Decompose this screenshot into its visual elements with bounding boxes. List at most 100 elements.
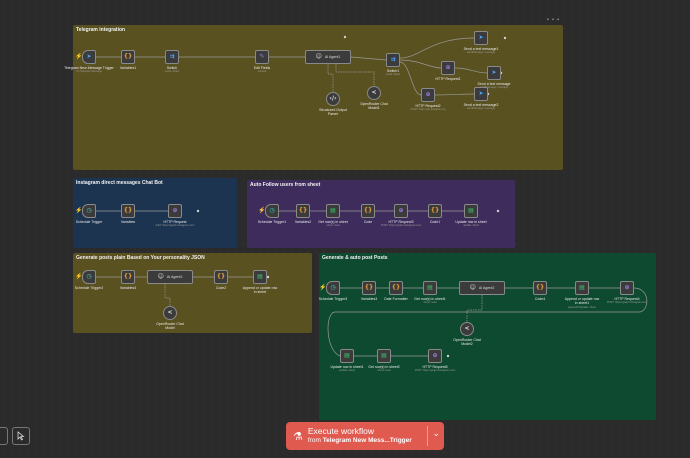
execute-divider xyxy=(427,426,428,446)
node-code2[interactable]: {} Code2 xyxy=(214,270,228,290)
node-sub: sendMessage: message xyxy=(466,107,496,111)
node-sub: manual xyxy=(257,70,267,74)
node-sub: POST: https://graph.instagram.com xyxy=(380,224,422,228)
clock-icon: ◷ xyxy=(330,284,336,291)
hand-tool-button[interactable] xyxy=(0,427,8,445)
node-schedule-trigger2[interactable]: ◷ Schedule Trigger2 xyxy=(75,270,103,290)
node-schedule-trigger1[interactable]: ◷ Schedule Trigger1 xyxy=(258,204,286,224)
code-braces-icon: {} xyxy=(364,284,374,291)
pen-icon: ✎ xyxy=(259,53,265,60)
node-label: Date Formatter xyxy=(384,297,408,301)
telegram-icon: ➤ xyxy=(478,90,484,97)
node-label: OpenRouter Chat Model xyxy=(156,322,184,331)
code-braces-icon: {} xyxy=(123,53,133,60)
node-sub: update: sheet xyxy=(339,369,355,373)
node-sub: mode: Rules xyxy=(164,70,180,74)
trigger-bolt-icon: ⚡ xyxy=(258,208,266,214)
node-label: OpenRouter Chat Model2 xyxy=(453,338,481,347)
node-sub: POST: https://api.telegram.org xyxy=(410,108,446,112)
canvas-options-icon[interactable]: • • • xyxy=(547,17,561,23)
sticky-instagram-dm[interactable]: Instagram direct messages Chat Bot xyxy=(73,178,237,248)
node-date-formatter[interactable]: {} Date Formatter xyxy=(384,281,408,301)
chevron-down-icon[interactable]: ⌄ xyxy=(432,428,440,438)
node-label: Edit Fields xyxy=(253,66,271,70)
node-label: HTTP Request1 xyxy=(435,77,461,81)
sticky-generate-auto-post[interactable]: Generate & auto post Posts xyxy=(319,253,656,420)
node-ai-agent3[interactable]: ☺AI Agent3 xyxy=(147,270,193,284)
node-code[interactable]: {} Code xyxy=(361,204,375,224)
node-sub: mode: Rules xyxy=(385,73,401,77)
switch-icon: ⇉ xyxy=(390,56,396,63)
node-label: Send a text message2 xyxy=(463,103,499,107)
execute-text: Execute workflow from Telegram New Mess.… xyxy=(308,427,412,444)
sheets-icon: ▤ xyxy=(381,352,387,359)
robot-icon: ☺ xyxy=(469,284,476,291)
trigger-bolt-icon: ⚡ xyxy=(319,285,327,291)
node-variables1[interactable]: {} Variables1 xyxy=(120,50,136,70)
node-openrouter-chat-model[interactable]: < OpenRouter Chat Model xyxy=(156,306,184,330)
node-openrouter-chat-model1[interactable]: < OpenRouter Chat Model1 xyxy=(360,86,388,110)
node-label: Append or update row in sheet xyxy=(242,286,278,295)
node-ai-agent2[interactable]: ☺AI Agent2 xyxy=(459,281,505,295)
sticky-title: Generate posts plain Based on Your perso… xyxy=(76,255,205,261)
node-label: OpenRouter Chat Model1 xyxy=(360,102,388,111)
openrouter-icon: < xyxy=(464,325,470,332)
node-label: HTTP Request3 xyxy=(388,220,414,224)
node-label: Update row in sheet xyxy=(455,220,487,224)
execute-workflow-button[interactable]: ⚗ Execute workflow from Telegram New Mes… xyxy=(286,422,444,450)
node-openrouter-chat-model2[interactable]: < OpenRouter Chat Model2 xyxy=(453,322,481,346)
node-label: Schedule Trigger xyxy=(75,220,103,224)
parser-icon: ‹/› xyxy=(329,95,337,102)
node-label: Switch1 xyxy=(386,69,400,73)
node-variables4[interactable]: {} Variables4 xyxy=(120,270,136,290)
node-label: Variables1 xyxy=(119,66,137,70)
node-structured-output-parser[interactable]: ‹/› Structured Output Parser xyxy=(319,92,347,116)
node-http-request1[interactable]: ⊕ HTTP Request1 xyxy=(435,61,461,81)
pointer-tool-button[interactable] xyxy=(12,427,30,445)
node-schedule-trigger[interactable]: ◷ Schedule Trigger xyxy=(76,204,102,224)
node-sub: On Telegram Message xyxy=(75,70,103,74)
node-label: AI Agent2 xyxy=(478,286,495,290)
execute-from-prefix: from xyxy=(307,436,321,444)
node-schedule-trigger3[interactable]: ◷ Schedule Trigger3 xyxy=(319,281,347,301)
node-code1[interactable]: {} Code1 xyxy=(428,204,442,224)
sticky-generate-posts-plain[interactable]: Generate posts plain Based on Your perso… xyxy=(73,253,312,333)
code-braces-icon: {} xyxy=(123,207,133,214)
node-variables2[interactable]: {} Variables2 xyxy=(295,204,311,224)
sheets-icon: ▤ xyxy=(579,284,585,291)
node-sub: sheet: read xyxy=(326,224,340,228)
telegram-icon: ➤ xyxy=(478,34,484,41)
node-label: HTTP Request2 xyxy=(415,104,441,108)
node-variables[interactable]: {} Variables xyxy=(121,204,135,224)
node-variables3[interactable]: {} Variables3 xyxy=(361,281,377,301)
node-ai-agent1[interactable]: ☺AI Agent1 xyxy=(305,50,351,64)
node-label: HTTP Request xyxy=(163,220,187,224)
node-label: Switch xyxy=(166,66,178,70)
node-sub: appendOrUpdate: sheet xyxy=(568,305,596,309)
pointer-icon xyxy=(17,431,25,441)
node-label: Code xyxy=(363,220,373,224)
clock-icon: ◷ xyxy=(86,273,92,280)
node-code4[interactable]: {} Code4 xyxy=(533,281,547,301)
node-sub: POST: https://graph.instagram.com xyxy=(414,369,456,373)
node-append-or-update-row[interactable]: ▤ Append or update row in sheet xyxy=(243,270,277,294)
sticky-title: Instagram direct messages Chat Bot xyxy=(76,180,163,186)
